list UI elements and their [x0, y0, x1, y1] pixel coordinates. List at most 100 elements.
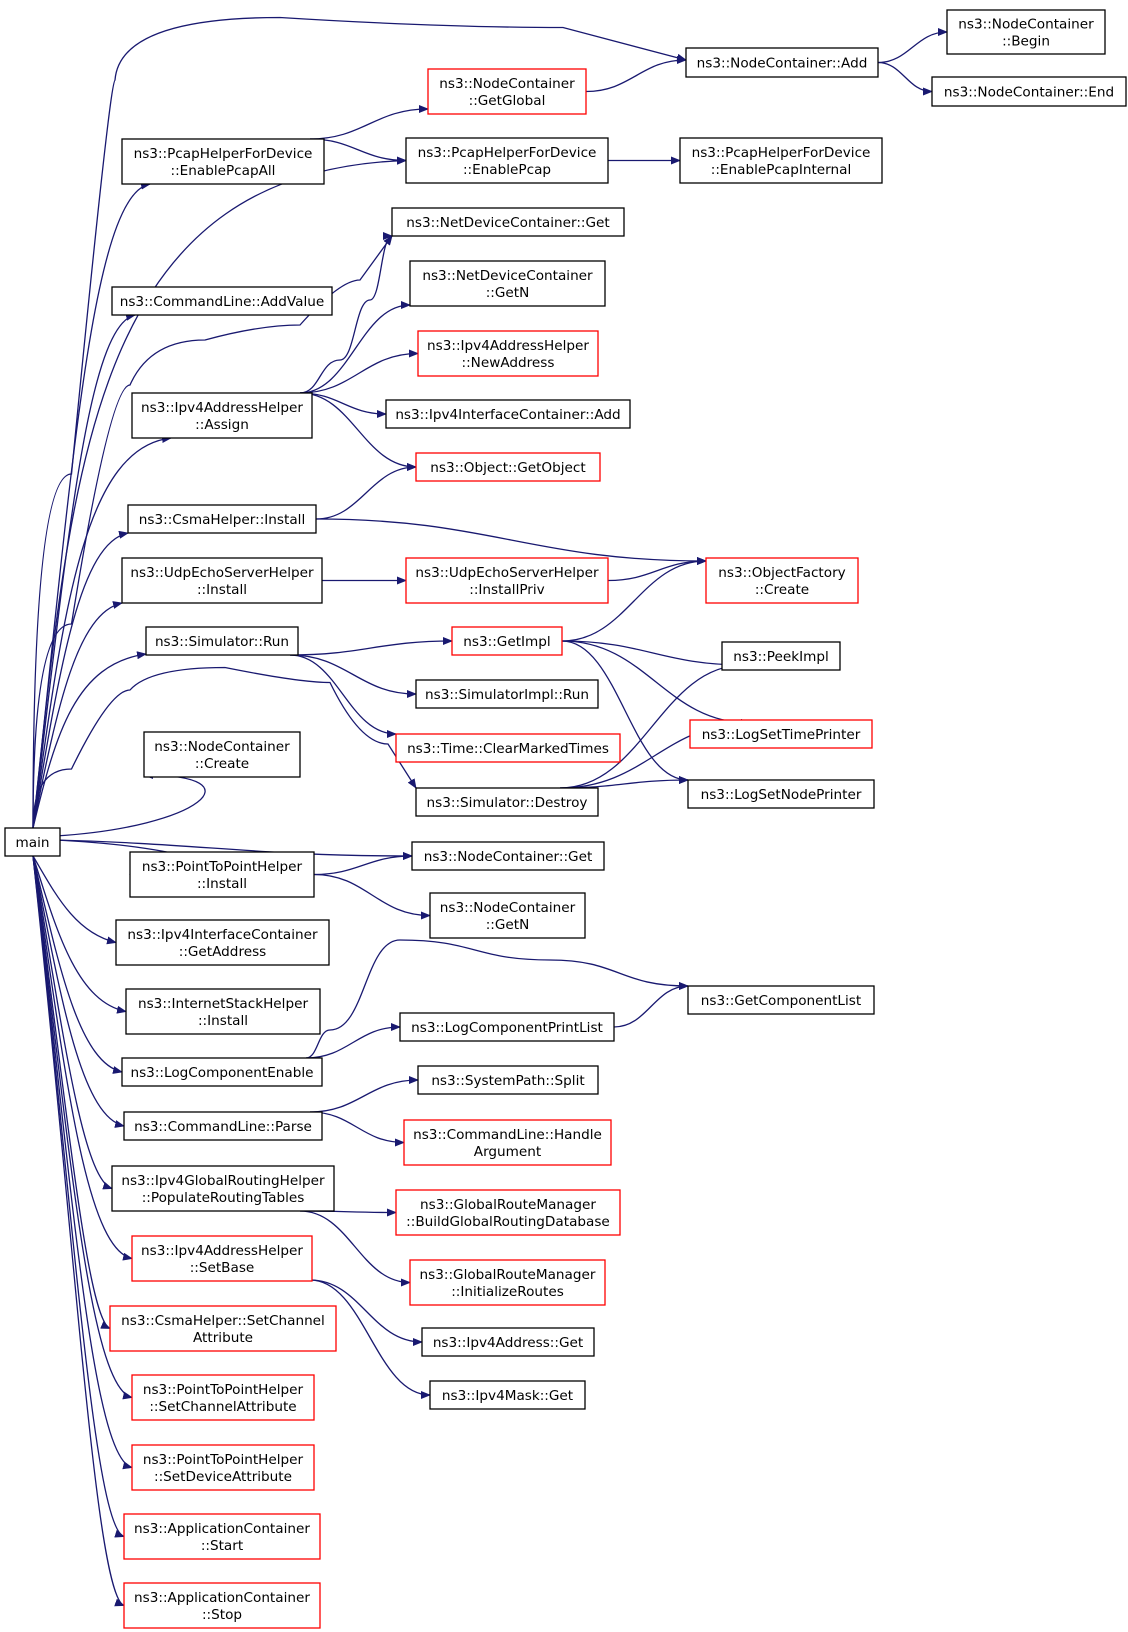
node-label: ns3::GlobalRouteManager: [420, 1197, 596, 1213]
edge-main-to-csma_setchan: [32, 855, 111, 1330]
node-pcap[interactable]: ns3::PcapHelperForDevice::EnablePcap: [405, 137, 609, 184]
node-label: ns3::NodeContainer: [154, 739, 290, 755]
node-ndc-getn[interactable]: ns3::NetDeviceContainer::GetN: [409, 260, 606, 307]
node-box: [121, 138, 325, 185]
node-peekimpl[interactable]: ns3::PeekImpl: [721, 641, 841, 671]
edge-sim_run-to-getimpl: [289, 637, 453, 656]
node-label: ::EnablePcapAll: [171, 163, 276, 179]
node-box: [421, 1327, 595, 1357]
edge-pcap_all-to-nc_getglobal: [309, 105, 429, 140]
edge-cl_parse-to-syspath_split: [309, 1076, 419, 1113]
node-label: ns3::PointToPointHelper: [143, 1452, 304, 1468]
node-udp-install[interactable]: ns3::UdpEchoServerHelper::Install: [121, 557, 323, 604]
node-label: ns3::SimulatorImpl::Run: [425, 687, 589, 703]
node-label: ::Install: [198, 1013, 248, 1029]
edge-ipv4ah_assign-to-ipv4ah_newaddr: [299, 349, 419, 394]
node-nc-getglobal[interactable]: ns3::NodeContainer::GetGlobal: [427, 68, 587, 115]
node-label: main: [16, 835, 50, 851]
node-grm-build[interactable]: ns3::GlobalRouteManager::BuildGlobalRout…: [395, 1189, 621, 1236]
node-label: ns3::LogSetTimePrinter: [702, 727, 861, 743]
node-simimpl-run[interactable]: ns3::SimulatorImpl::Run: [415, 679, 599, 709]
node-main[interactable]: main: [4, 827, 61, 857]
edge-main-to-nc_add: [32, 16, 687, 829]
node-box: [403, 1119, 612, 1166]
node-box: [399, 1012, 615, 1042]
node-ipv4ah-assign[interactable]: ns3::Ipv4AddressHelper::Assign: [131, 392, 313, 439]
edge-ipv4ah_setbase-to-ipv4addr_get: [309, 1279, 423, 1346]
node-logcompenable[interactable]: ns3::LogComponentEnable: [121, 1057, 323, 1087]
edge-sim_destroy-to-peekimpl: [559, 661, 745, 789]
node-cl-parse[interactable]: ns3::CommandLine::Parse: [123, 1111, 323, 1141]
node-ndc-get[interactable]: ns3::NetDeviceContainer::Get: [391, 207, 625, 237]
node-ipv4addr-get[interactable]: ns3::Ipv4Address::Get: [421, 1327, 595, 1357]
node-nc-getn[interactable]: ns3::NodeContainer::GetN: [429, 892, 586, 939]
node-ipv4mask-get[interactable]: ns3::Ipv4Mask::Get: [429, 1380, 586, 1410]
node-of-create[interactable]: ns3::ObjectFactory::Create: [705, 557, 859, 604]
node-label: ns3::PointToPointHelper: [143, 1382, 304, 1398]
node-grm-init[interactable]: ns3::GlobalRouteManager::InitializeRoute…: [409, 1259, 606, 1306]
node-label: ns3::NodeContainer::End: [944, 85, 1114, 101]
node-label: ns3::NodeContainer: [439, 76, 575, 92]
node-nc-begin[interactable]: ns3::NodeContainer::Begin: [946, 9, 1106, 55]
node-udp-installpriv[interactable]: ns3::UdpEchoServerHelper::InstallPriv: [405, 557, 609, 604]
node-getimpl[interactable]: ns3::GetImpl: [451, 626, 563, 656]
node-obj-getobject[interactable]: ns3::Object::GetObject: [415, 452, 601, 482]
node-label: ::InitializeRoutes: [451, 1284, 564, 1300]
node-label: ns3::ApplicationContainer: [134, 1521, 310, 1537]
node-lognode[interactable]: ns3::LogSetNodePrinter: [687, 779, 875, 809]
node-getcomplist[interactable]: ns3::GetComponentList: [687, 985, 875, 1015]
node-nc-add[interactable]: ns3::NodeContainer::Add: [685, 47, 879, 78]
node-sim-run[interactable]: ns3::Simulator::Run: [145, 626, 299, 656]
node-ish-install[interactable]: ns3::InternetStackHelper::Install: [125, 988, 321, 1035]
node-sim-destroy[interactable]: ns3::Simulator::Destroy: [415, 787, 599, 817]
node-logtime[interactable]: ns3::LogSetTimePrinter: [689, 719, 873, 749]
node-box: [417, 330, 599, 377]
node-logcompprint[interactable]: ns3::LogComponentPrintList: [399, 1012, 615, 1042]
node-box: [411, 841, 605, 871]
node-csma-install[interactable]: ns3::CsmaHelper::Install: [127, 504, 317, 534]
node-p2p-setdev[interactable]: ns3::PointToPointHelper::SetDeviceAttrib…: [131, 1444, 315, 1491]
node-ipv4ah-newaddr[interactable]: ns3::Ipv4AddressHelper::NewAddress: [417, 330, 599, 377]
node-p2p-setchan[interactable]: ns3::PointToPointHelper::SetChannelAttri…: [131, 1374, 315, 1421]
node-ipv4grh-populate[interactable]: ns3::Ipv4GlobalRoutingHelper::PopulateRo…: [111, 1165, 335, 1212]
node-cl-addvalue[interactable]: ns3::CommandLine::AddValue: [111, 286, 333, 316]
node-csma-setchan[interactable]: ns3::CsmaHelper::SetChannelAttribute: [109, 1305, 337, 1352]
node-ipv4ah-setbase[interactable]: ns3::Ipv4AddressHelper::SetBase: [131, 1235, 313, 1282]
node-label: ns3::CommandLine::Handle: [413, 1127, 602, 1143]
node-label: ns3::Ipv4AddressHelper: [141, 400, 303, 416]
node-syspath-split[interactable]: ns3::SystemPath::Split: [417, 1065, 599, 1095]
node-label: ns3::Time::ClearMarkedTimes: [407, 741, 609, 757]
node-label: ns3::CsmaHelper::SetChannel: [121, 1313, 325, 1329]
edge-udp_installpriv-to-of_create: [607, 557, 707, 582]
node-pcap-internal[interactable]: ns3::PcapHelperForDevice::EnablePcapInte…: [679, 137, 883, 184]
node-box: [129, 851, 315, 898]
node-label: ns3::CsmaHelper::Install: [139, 512, 305, 528]
node-label: ns3::Ipv4GlobalRoutingHelper: [121, 1173, 325, 1189]
node-label: ::InstallPriv: [469, 582, 544, 598]
node-label: ns3::Simulator::Destroy: [427, 795, 588, 811]
node-ipv4ic-getaddr[interactable]: ns3::Ipv4InterfaceContainer::GetAddress: [115, 919, 330, 966]
node-box: [415, 787, 599, 817]
node-label: ::GetN: [486, 917, 530, 933]
node-ipv4ic-add[interactable]: ns3::Ipv4InterfaceContainer::Add: [385, 399, 631, 429]
edge-getimpl-to-of_create: [561, 557, 707, 642]
edge-main-to-pcap: [32, 156, 407, 829]
node-app-start[interactable]: ns3::ApplicationContainer::Start: [123, 1513, 321, 1560]
node-nc-get[interactable]: ns3::NodeContainer::Get: [411, 841, 605, 871]
node-box: [145, 626, 299, 656]
node-box: [111, 286, 333, 316]
node-p2p-install[interactable]: ns3::PointToPointHelper::Install: [129, 851, 315, 898]
node-box: [415, 452, 601, 482]
node-box: [429, 1380, 586, 1410]
node-box: [123, 1582, 321, 1629]
edge-main-to-app_start: [32, 855, 125, 1538]
node-label: ns3::UdpEchoServerHelper: [415, 565, 599, 581]
node-nc-end[interactable]: ns3::NodeContainer::End: [931, 76, 1127, 107]
node-app-stop[interactable]: ns3::ApplicationContainer::Stop: [123, 1582, 321, 1629]
node-nc-create[interactable]: ns3::NodeContainer::Create: [143, 731, 301, 778]
node-pcap-all[interactable]: ns3::PcapHelperForDevice::EnablePcapAll: [121, 138, 325, 185]
node-label: ::Install: [197, 876, 247, 892]
node-label: Attribute: [193, 1330, 253, 1346]
node-time-clear[interactable]: ns3::Time::ClearMarkedTimes: [395, 733, 621, 763]
